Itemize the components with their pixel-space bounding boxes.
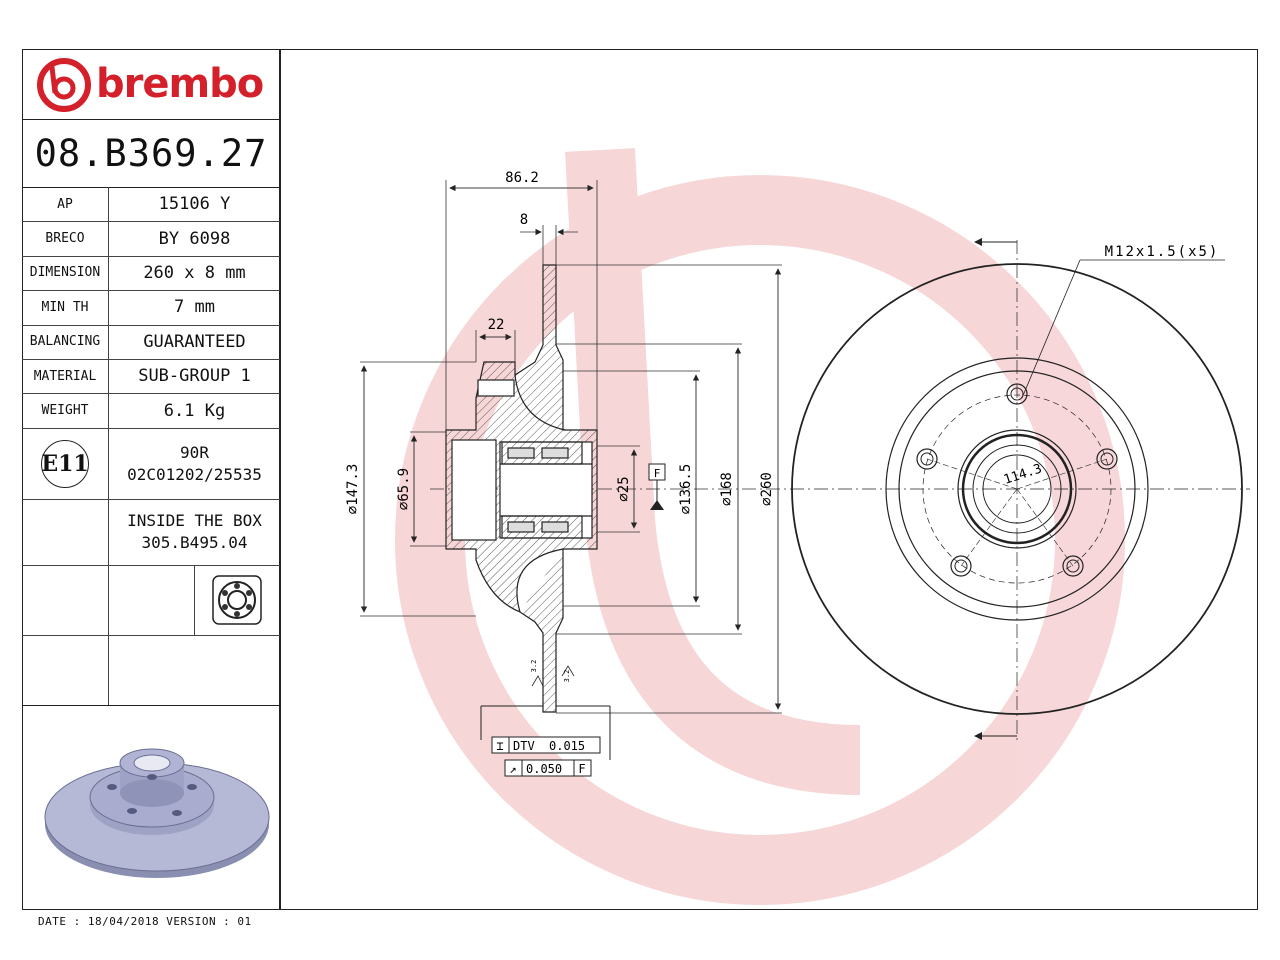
- dim-hat-diameter: ⌀136.5: [678, 464, 694, 515]
- dim-width-total: 86.2: [505, 170, 539, 186]
- spec-row: MATERIAL SUB-GROUP 1: [22, 359, 280, 395]
- inside-box-part: 305.B495.04: [141, 533, 248, 552]
- spec-key: BALANCING: [22, 324, 109, 359]
- spec-row: BALANCING GUARANTEED: [22, 324, 280, 360]
- brand-logo: brembo: [22, 49, 280, 120]
- pcd-value: 114.3: [1002, 461, 1044, 487]
- spec-value: 260 x 8 mm: [143, 262, 246, 283]
- datum-triangle: [650, 500, 664, 510]
- certification-text: 90R 02C01202/25535: [109, 429, 280, 499]
- front-view: [790, 238, 1250, 740]
- part-number: 08.B369.27: [22, 119, 280, 188]
- surface-finish-a: 3.2: [530, 660, 538, 673]
- spec-value: 15106 Y: [158, 194, 231, 215]
- panel-divider: [279, 49, 281, 910]
- spec-row: MIN TH 7 mm: [22, 290, 280, 326]
- e11-badge: E11: [41, 440, 89, 488]
- bearing-icon-row: [22, 565, 280, 636]
- spec-row: BRECO BY 6098: [22, 221, 280, 257]
- inside-box-text: INSIDE THE BOX 305.B495.04: [109, 499, 280, 565]
- certification-row: E11 90R 02C01202/25535: [22, 429, 280, 500]
- blank-cell: [22, 499, 109, 565]
- spec-value: SUB-GROUP 1: [138, 366, 251, 387]
- spec-value: 7 mm: [174, 297, 215, 318]
- surface-finish-b: 3.2: [563, 670, 571, 683]
- spec-value: BY 6098: [158, 228, 231, 249]
- tolerance-frames: [480, 705, 611, 777]
- spec-key: MATERIAL: [22, 359, 109, 394]
- dim-ring-diameter: ⌀168: [719, 472, 735, 506]
- dtv-label: DTV: [513, 739, 535, 753]
- spec-value: GUARANTEED: [143, 331, 246, 352]
- spec-row: DIMENSION 260 x 8 mm: [22, 255, 280, 292]
- dim-thickness: 8: [520, 212, 528, 228]
- spec-key: MIN TH: [22, 290, 109, 325]
- datum-label: F: [654, 467, 661, 480]
- runout-value: 0.050: [526, 762, 562, 776]
- certification-line-2: 02C01202/25535: [127, 465, 262, 484]
- spec-key: DIMENSION: [22, 255, 109, 291]
- spec-value: 6.1 Kg: [163, 400, 226, 421]
- inside-box-row: INSIDE THE BOX 305.B495.04: [22, 499, 280, 566]
- bearing-icon: [212, 575, 262, 625]
- dim-disc-diameter: ⌀260: [759, 472, 775, 506]
- spec-key: BRECO: [22, 221, 109, 256]
- blank-row: [22, 635, 280, 706]
- brand-name: brembo: [96, 61, 264, 107]
- dtv-symbol-icon: ⌶: [496, 739, 503, 753]
- thread-spec: M12x1.5(x5): [1105, 244, 1220, 260]
- info-panel: brembo 08.B369.27 AP 15106 Y BRECO BY 60…: [22, 49, 280, 910]
- inside-box-label: INSIDE THE BOX: [127, 511, 262, 530]
- section-view: [445, 264, 598, 713]
- spec-key: AP: [22, 187, 109, 222]
- dim-hole-diameter: ⌀25: [616, 476, 632, 501]
- runout-symbol-icon: ↗: [509, 762, 516, 776]
- runout-datum: F: [578, 762, 585, 776]
- certification-badge-cell: E11: [22, 429, 109, 499]
- spec-key: WEIGHT: [22, 393, 109, 428]
- drawing-frame: [22, 49, 1258, 910]
- disc-3d-render: [44, 748, 270, 878]
- dim-outer-diameter: ⌀147.3: [345, 464, 361, 515]
- brembo-logo-icon: [37, 58, 91, 112]
- dtv-value: 0.015: [549, 739, 585, 753]
- date-version-footer: DATE : 18/04/2018 VERSION : 01: [38, 915, 252, 928]
- dim-hub-offset: 22: [488, 317, 505, 333]
- spec-row: WEIGHT 6.1 Kg: [22, 393, 280, 429]
- spec-row: AP 15106 Y: [22, 187, 280, 223]
- certification-line-1: 90R: [180, 443, 209, 462]
- dim-bore-diameter: ⌀65.9: [396, 468, 412, 510]
